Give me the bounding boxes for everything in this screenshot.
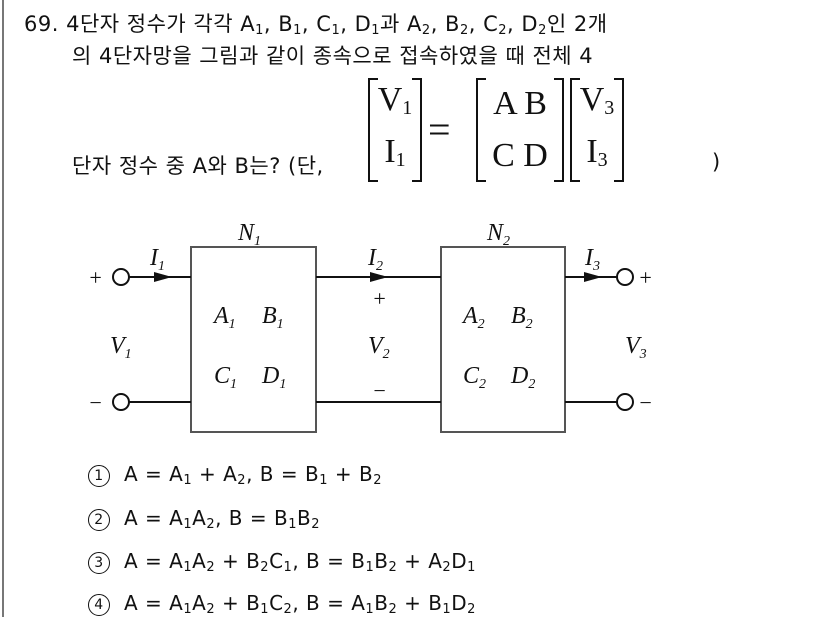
svg-text:I1: I1: [149, 245, 165, 274]
svg-text:D2: D2: [510, 363, 535, 392]
question-line-3: 단자 정수 중 A와 B는? (단,: [72, 154, 324, 178]
lhs-vector: V1 I1: [368, 78, 422, 182]
svg-text:+: +: [638, 265, 653, 290]
question-number: 69.: [24, 12, 59, 36]
terminal-out-minus: [616, 393, 634, 411]
rhs-vector: V3 I3: [570, 78, 624, 182]
svg-text:C2: C2: [463, 363, 486, 392]
svg-text:+: +: [88, 265, 103, 290]
option-number: 3: [88, 552, 110, 574]
terminal-in-minus: [112, 393, 130, 411]
svg-text:I2: I2: [367, 245, 383, 274]
svg-text:A2: A2: [461, 303, 485, 332]
question-text-1: 4단자 정수가 각각 A1, B1, C1, D1과 A2, B2, C2, D…: [66, 12, 608, 38]
svg-text:+: +: [372, 286, 387, 311]
svg-text:−: −: [638, 390, 653, 415]
svg-text:D1: D1: [261, 363, 286, 392]
svg-text:B1: B1: [262, 303, 284, 332]
svg-text:I3: I3: [584, 245, 600, 274]
svg-text:−: −: [372, 378, 387, 403]
svg-text:−: −: [88, 390, 103, 415]
network-n2-box: [440, 246, 566, 433]
current-arrow-i2: [370, 272, 388, 282]
svg-text:V3: V3: [625, 333, 647, 362]
option-number: 4: [88, 594, 110, 616]
option-number: 2: [88, 509, 110, 531]
question-line-1: 69. 4단자 정수가 각각 A1, B1, C1, D1과 A2, B2, C…: [24, 8, 608, 38]
terminal-in-plus: [112, 268, 130, 286]
cascade-circuit-diagram: + − + − + − N1 N2 I1 I2 I3 V1 V2 V3 A1 B…: [88, 220, 653, 433]
svg-text:B2: B2: [511, 303, 533, 332]
network-n1-box: [190, 246, 317, 433]
svg-text:A1: A1: [212, 303, 236, 332]
closing-parenthesis: ): [712, 150, 721, 174]
terminal-out-plus: [616, 268, 634, 286]
label-n1: N1: [237, 220, 261, 249]
option-number: 1: [88, 465, 110, 487]
label-n2: N2: [486, 220, 510, 249]
current-arrow-i3: [584, 272, 602, 282]
svg-text:V1: V1: [110, 333, 132, 362]
page-left-border: [2, 0, 4, 617]
question-line-2: 의 4단자망을 그림과 같이 종속으로 접속하였을 때 전체 4: [72, 44, 594, 68]
svg-text:V2: V2: [368, 333, 390, 362]
current-arrow-i1: [154, 272, 172, 282]
svg-text:C1: C1: [214, 363, 237, 392]
equals-sign: =: [428, 107, 451, 152]
abcd-matrix: A B C D: [476, 78, 564, 182]
